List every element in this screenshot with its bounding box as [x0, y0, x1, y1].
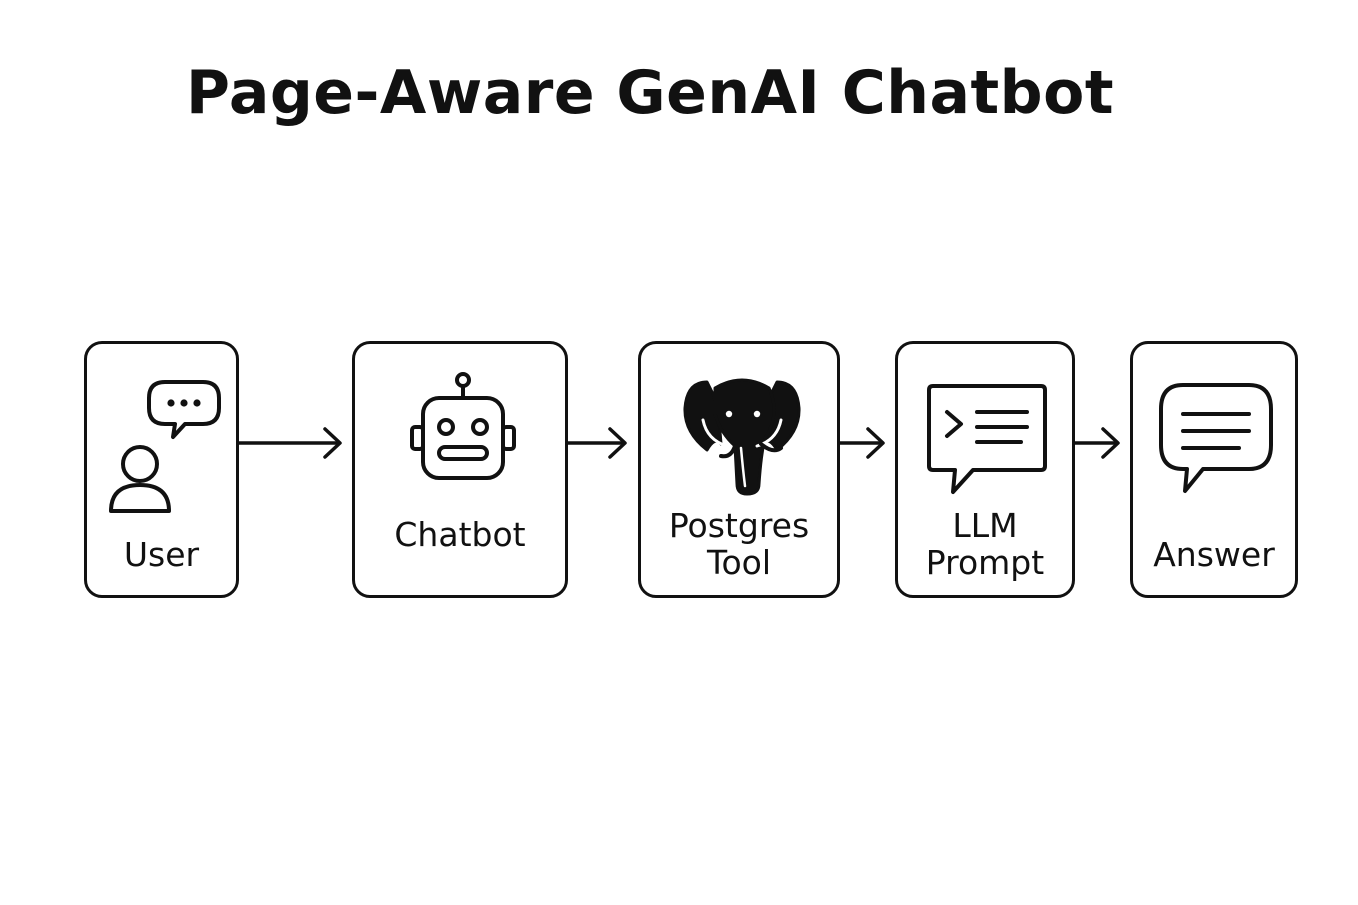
node-postgres-tool: Postgres Tool: [638, 341, 840, 598]
node-chatbot: Chatbot: [352, 341, 568, 598]
terminal-prompt-icon: [927, 384, 1047, 494]
node-llm-prompt: LLM Prompt: [895, 341, 1075, 598]
node-answer-label: Answer: [1153, 535, 1275, 574]
node-chatbot-label: Chatbot: [394, 515, 526, 554]
chat-bubble-icon: [1159, 383, 1273, 493]
node-answer: Answer: [1130, 341, 1298, 598]
arrow-llm-to-answer: [1073, 427, 1120, 459]
node-llm-prompt-label: LLM Prompt: [925, 506, 1045, 582]
diagram-title: Page-Aware GenAI Chatbot: [186, 58, 1114, 128]
arrow-chatbot-to-postgres: [566, 427, 627, 459]
node-user: User: [84, 341, 239, 598]
arrow-postgres-to-llm: [838, 427, 885, 459]
node-postgres-tool-label: Postgres Tool: [668, 506, 810, 582]
robot-icon: [410, 372, 516, 480]
user-chat-icon: [109, 380, 221, 513]
postgres-elephant-icon: [683, 378, 801, 496]
arrow-user-to-chatbot: [237, 427, 342, 459]
node-user-label: User: [123, 535, 200, 574]
